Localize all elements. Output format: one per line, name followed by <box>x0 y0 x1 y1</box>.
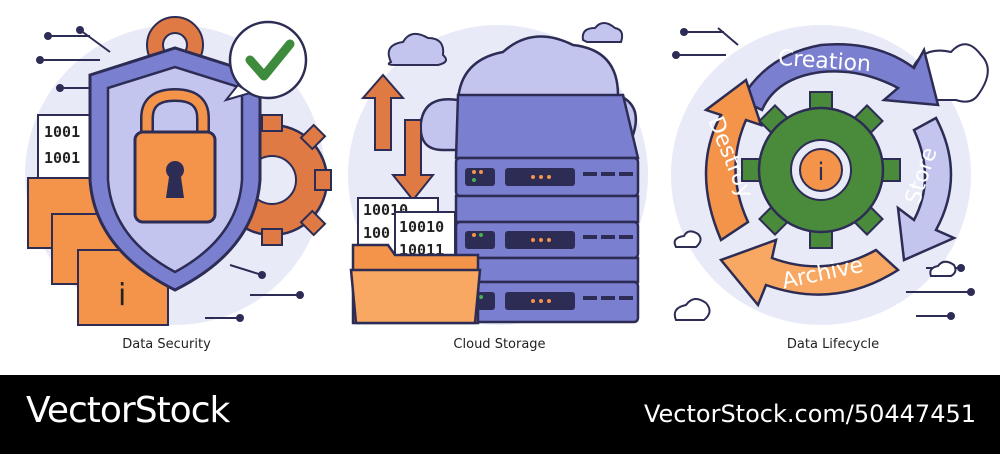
brand-logo: VectorStock <box>26 390 230 431</box>
circuit-lines <box>36 26 304 322</box>
check-icon <box>223 20 308 102</box>
caption-data-lifecycle: Data Lifecycle <box>786 337 880 352</box>
svg-text:1001: 1001 <box>44 149 80 167</box>
padlock-icon <box>133 87 217 224</box>
gear-icon: i <box>741 91 901 249</box>
caption-data-security: Data Security <box>122 337 211 352</box>
svg-text:1001: 1001 <box>44 123 80 141</box>
server-unit <box>454 256 640 324</box>
cloud-storage-panel: 10010 100 000 10010 10011 Cloud Storage <box>333 0 666 375</box>
data-lifecycle-illustration: Creation Store Archive Destroy i <box>671 25 989 325</box>
server-unit <box>454 93 640 198</box>
folder-icon: 10010 100 000 10010 10011 <box>349 197 482 325</box>
server-unit <box>454 194 640 260</box>
svg-text:100: 100 <box>363 224 390 242</box>
info-icon: i <box>818 158 825 186</box>
cycle-arrows <box>703 43 958 308</box>
watermark-footer <box>0 375 1000 454</box>
download-arrow-icon <box>390 119 436 202</box>
data-security-illustration: 1001 1001 10 i <box>25 16 332 326</box>
data-lifecycle-panel: Creation Store Archive Destroy i Data Li… <box>666 0 999 375</box>
stock-id-link[interactable]: VectorStock.com/50447451 <box>643 400 976 428</box>
caption-cloud-storage: Cloud Storage <box>453 337 546 352</box>
server-stack <box>454 93 640 324</box>
data-security-panel: 1001 1001 10 i Data Security <box>0 0 333 375</box>
svg-text:10010: 10010 <box>399 218 444 236</box>
upload-arrow-icon <box>360 73 406 151</box>
cloud-storage-illustration: 10010 100 000 10010 10011 <box>348 22 648 325</box>
svg-text:i: i <box>118 278 126 313</box>
small-cloud-icon <box>387 22 624 66</box>
